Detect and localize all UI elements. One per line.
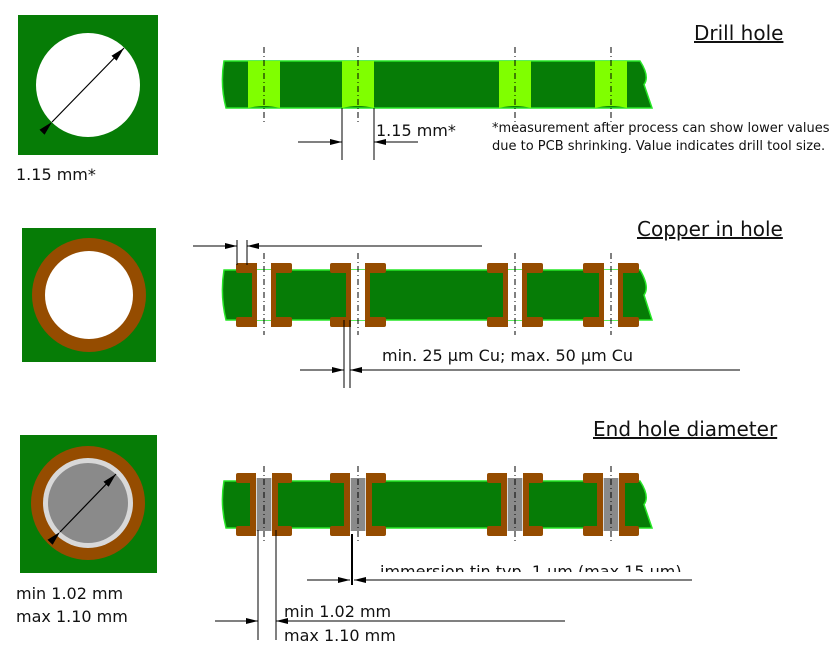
copper-pad [583, 263, 603, 273]
copper-wall [252, 263, 257, 327]
copper-wall [522, 263, 527, 327]
finished-hole [351, 478, 365, 531]
drill-hole-title: Drill hole [694, 21, 783, 45]
drilled-hole [499, 61, 531, 108]
end-cross-section [221, 466, 654, 542]
end-hole-title: End hole diameter [593, 417, 778, 441]
copper-wall [271, 263, 276, 327]
board-body [221, 269, 654, 321]
copper-wall [599, 263, 604, 327]
copper-wall [365, 263, 370, 327]
end-diameter-min: min 1.02 mm [16, 584, 123, 603]
drilled-hole [248, 61, 280, 108]
copper-wall [366, 473, 372, 536]
copper-pad [583, 317, 603, 327]
end-dim-min: min 1.02 mm [284, 602, 391, 621]
tin-label: immersion tin typ. 1 µm (max 15 µm) [380, 562, 682, 581]
end-diameter-max: max 1.10 mm [16, 607, 128, 626]
copper-pad [272, 263, 292, 273]
drill-diameter-label: 1.15 mm* [16, 165, 96, 184]
end-hole-section: min 1.02 mm max 1.10 mm End hole diamete… [16, 417, 778, 645]
finished-hole [604, 478, 618, 531]
finished-hole [257, 478, 271, 531]
copper-pad [330, 263, 350, 273]
copper-wall [618, 263, 623, 327]
copper-pad [272, 317, 292, 327]
copper-pad [366, 263, 386, 273]
board-body [221, 60, 654, 109]
copper-pad [487, 317, 507, 327]
drill-hole-section: 1.15 mm* Drill hole 1.15 mm* *measuremen… [16, 15, 830, 184]
note-line-2: due to PCB shrinking. Value indicates dr… [492, 139, 825, 154]
copper-hole [45, 251, 133, 339]
finished-hole [508, 478, 522, 531]
copper-in-hole-title: Copper in hole [637, 217, 783, 241]
copper-in-hole-section: Copper in hole min. 25 µm Cu; max. 50 µm… [22, 217, 783, 388]
drilled-hole [342, 61, 374, 108]
copper-pad [523, 317, 543, 327]
copper-pad [619, 317, 639, 327]
copper-wall [523, 473, 529, 536]
copper-wall [597, 473, 603, 536]
copper-wall [344, 473, 350, 536]
diameter-arrow [39, 47, 125, 135]
copper-wall [503, 263, 508, 327]
drill-cross-section [221, 47, 654, 122]
copper-dim-label: min. 25 µm Cu; max. 50 µm Cu [382, 346, 633, 365]
copper-pad [236, 317, 256, 327]
end-dim-max: max 1.10 mm [284, 626, 396, 645]
copper-pad [236, 263, 256, 273]
copper-pad [366, 317, 386, 327]
note-line-1: *measurement after process can show lowe… [492, 121, 830, 136]
copper-wall [501, 473, 507, 536]
copper-pad [523, 263, 543, 273]
drilled-hole [595, 61, 627, 108]
copper-wall [250, 473, 256, 536]
copper-wall [272, 473, 278, 536]
board-body [221, 480, 654, 529]
drill-dim-label: 1.15 mm* [376, 121, 456, 140]
copper-cross-section [221, 253, 654, 335]
copper-pad [487, 263, 507, 273]
copper-pad [330, 317, 350, 327]
copper-wall [346, 263, 351, 327]
copper-pad [619, 263, 639, 273]
copper-wall [619, 473, 625, 536]
